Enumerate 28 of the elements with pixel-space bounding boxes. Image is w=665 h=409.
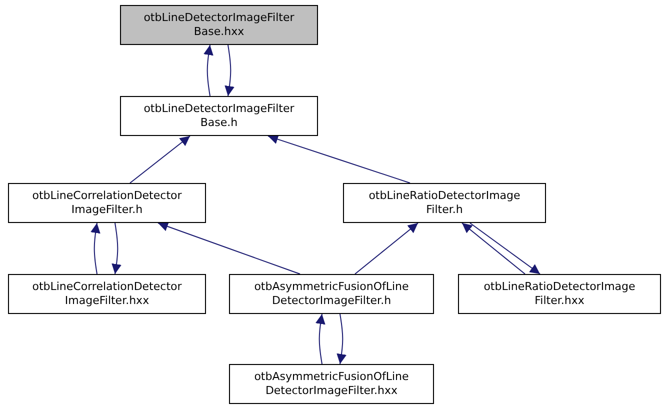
file-name: otbLineCorrelationDetector ImageFilter.h — [31, 189, 183, 217]
file-box — [120, 5, 318, 45]
arrow — [224, 44, 234, 96]
arrow — [130, 136, 190, 184]
arrow — [90, 222, 100, 274]
file-name: otbLineRatioDetectorImage Filter.hxx — [482, 280, 636, 308]
file-box — [229, 274, 434, 314]
file-name: otbLineRatioDetectorImage Filter.h — [368, 189, 522, 217]
arrow — [204, 44, 214, 96]
file-box — [343, 183, 546, 223]
arrow — [112, 222, 122, 274]
arrow — [470, 222, 540, 274]
file-name: otbAsymmetricFusionOfLine DetectorImageFilter.hxx — [253, 370, 410, 398]
arrow — [354, 222, 418, 274]
file-box — [120, 96, 318, 136]
arrow — [158, 222, 300, 274]
file-box — [458, 274, 661, 314]
file-name: otbLineDetectorImageFilter Base.h — [142, 102, 296, 130]
file-box — [8, 183, 206, 223]
arrow — [268, 134, 410, 184]
file-box — [229, 364, 434, 404]
arrow — [462, 222, 526, 274]
file-name: otbLineCorrelationDetector ImageFilter.hxx — [31, 280, 183, 308]
file-name: otbAsymmetricFusionOfLine DetectorImageFilter.h — [253, 280, 410, 308]
file-box — [8, 274, 206, 314]
file-name: otbLineDetectorImageFilter Base.hxx — [142, 11, 296, 39]
arrow — [336, 314, 347, 364]
arrow — [315, 314, 326, 364]
